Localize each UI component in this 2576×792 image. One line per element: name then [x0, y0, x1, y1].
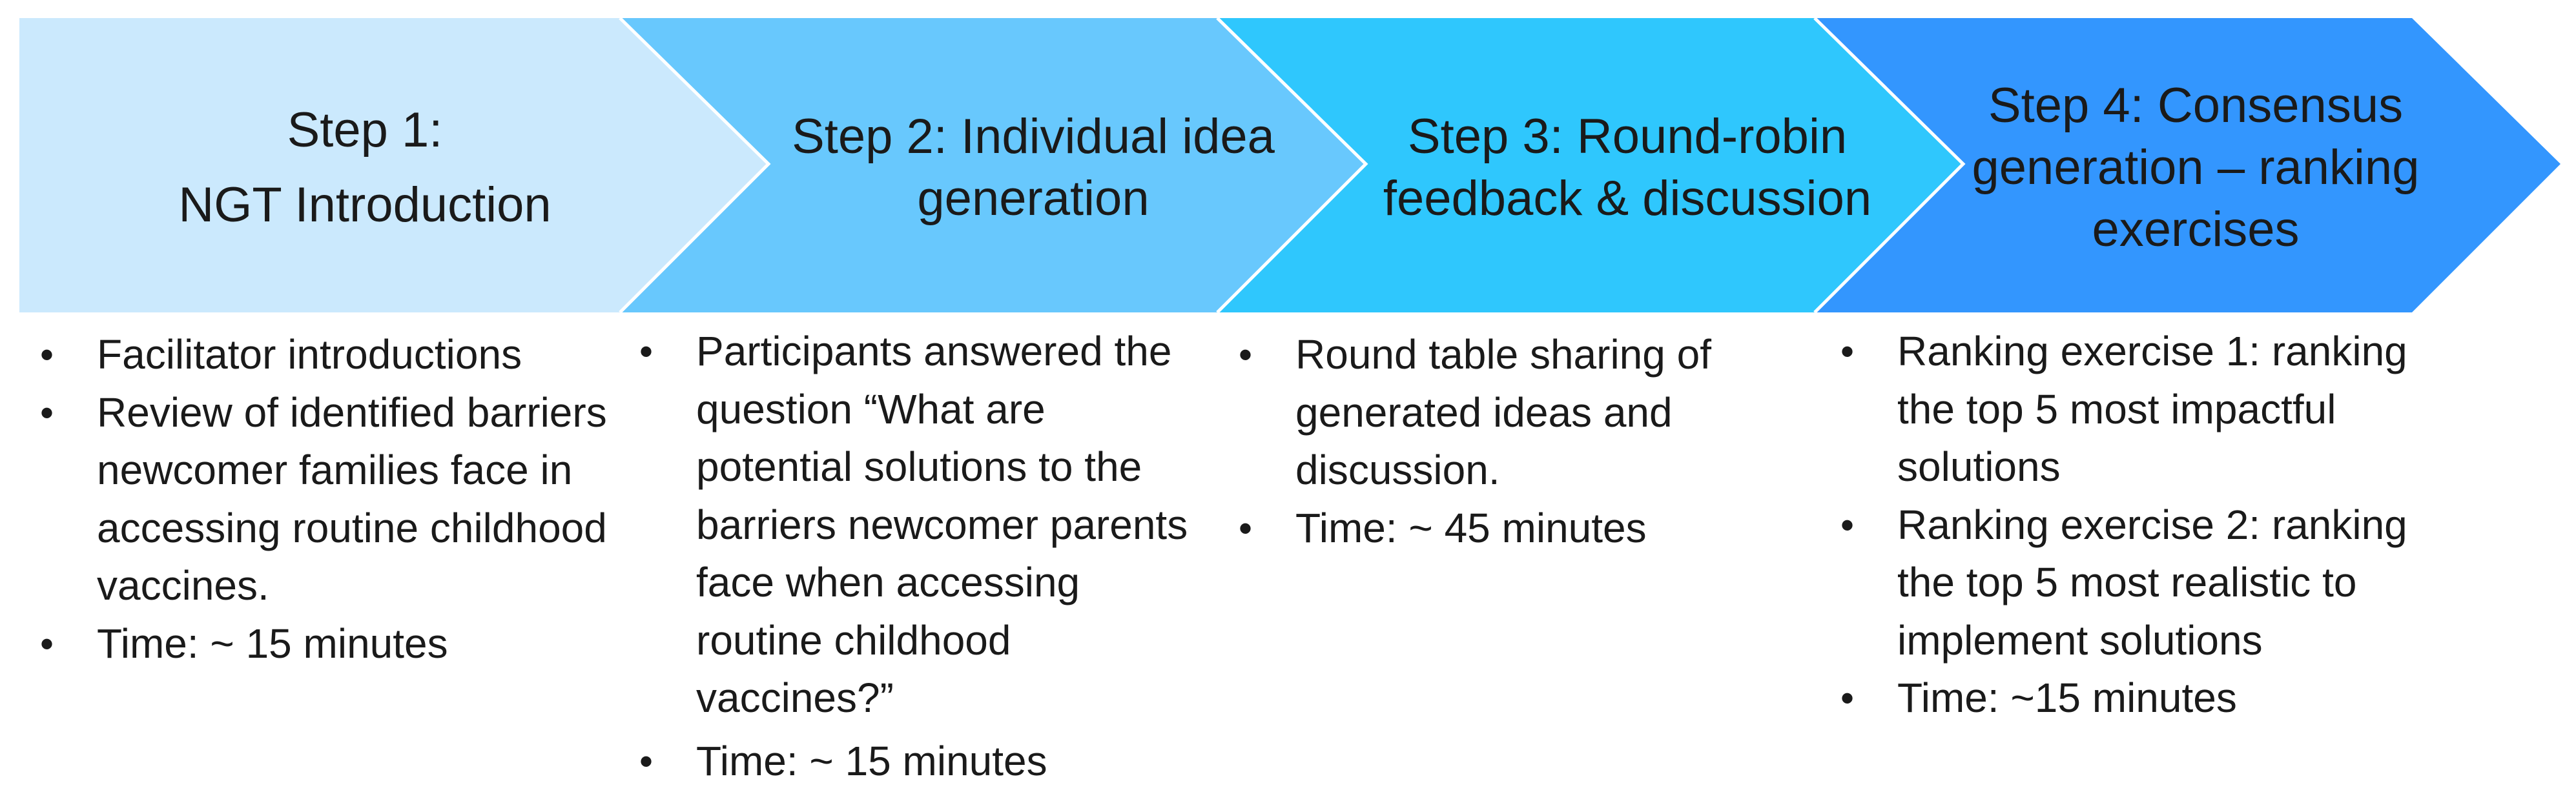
step-3-details: Round table sharing of generated ideas a… — [1224, 326, 1806, 557]
step-1-bullet-1: Facilitator introductions — [26, 326, 613, 384]
process-chevron-bar — [19, 17, 2561, 314]
step-4-bullet-3: Time: ~15 minutes — [1826, 669, 2472, 727]
step-2-bullet-2: Time: ~ 15 minutes — [625, 733, 1206, 791]
step-2-bullet-1: Participants answered the question “What… — [625, 323, 1206, 727]
step-2-title: Step 2: Individual idea generation — [792, 109, 1275, 226]
step-4-bullet-1: Ranking exercise 1: ranking the top 5 mo… — [1826, 323, 2472, 496]
step-3-bullet-1: Round table sharing of generated ideas a… — [1224, 326, 1806, 500]
step-4-details: Ranking exercise 1: ranking the top 5 mo… — [1826, 323, 2472, 727]
separator-2 — [1216, 17, 1368, 314]
separator-1 — [619, 17, 771, 314]
step-2-chevron — [620, 18, 1366, 312]
step-1-title: Step 1: NGT Introduction — [178, 103, 551, 232]
step-4-title: Step 4: Consensus generation – ranking e… — [1972, 78, 2420, 257]
step-2-details: Participants answered the question “What… — [625, 323, 1206, 790]
step-1-bullet-3: Time: ~ 15 minutes — [26, 615, 613, 673]
step-4-bullet-2: Ranking exercise 2: ranking the top 5 mo… — [1826, 496, 2472, 670]
step-1-bullet-2: Review of identified barriers newcomer f… — [26, 384, 613, 615]
step-3-chevron — [1217, 18, 1963, 312]
step-4-chevron — [1815, 18, 2561, 312]
step-3-title: Step 3: Round-robin feedback & discussio… — [1383, 109, 1872, 226]
step-1-chevron — [19, 18, 768, 312]
separator-3 — [1813, 17, 1966, 314]
step-3-bullet-2: Time: ~ 45 minutes — [1224, 500, 1806, 558]
step-1-details: Facilitator introductions Review of iden… — [26, 326, 613, 673]
